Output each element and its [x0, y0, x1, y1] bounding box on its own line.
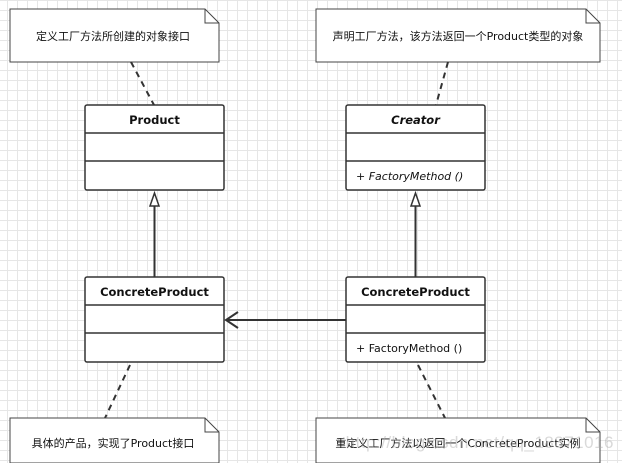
class-concrete-creator-name: ConcreteProduct — [361, 285, 470, 299]
note-concrete-product-connector — [104, 364, 131, 419]
class-creator-name: Creator — [391, 113, 441, 127]
class-product[interactable]: Product — [84, 104, 225, 191]
note-concrete-product-text: 具体的产品，实现了Product接口 — [32, 436, 195, 450]
note-product: 定义工厂方法所创建的对象接口 — [9, 8, 220, 63]
note-product-text: 定义工厂方法所创建的对象接口 — [36, 29, 190, 43]
note-concrete-creator-connector — [417, 364, 446, 419]
watermark: http://blog.csdn.net/qq_18371016 — [345, 433, 614, 452]
class-product-name: Product — [129, 113, 180, 127]
note-creator-text: 声明工厂方法，该方法返回一个Product类型的对象 — [333, 29, 584, 43]
class-creator-operation: + FactoryMethod () — [356, 170, 463, 183]
class-concrete-creator[interactable]: ConcreteProduct + FactoryMethod () — [345, 276, 486, 363]
dependency-arrow — [224, 311, 346, 329]
note-creator: 声明工厂方法，该方法返回一个Product类型的对象 — [315, 8, 601, 63]
class-concrete-creator-operation: + FactoryMethod () — [356, 342, 462, 355]
class-concrete-product[interactable]: ConcreteProduct — [84, 276, 225, 363]
inheritance-arrow-creator — [409, 190, 422, 277]
note-concrete-creator: 重定义工厂方法以返回一个ConcreteProduct实例 — [315, 417, 601, 463]
class-concrete-product-name: ConcreteProduct — [100, 285, 209, 299]
note-product-connector — [130, 61, 155, 106]
note-concrete-creator-text: 重定义工厂方法以返回一个ConcreteProduct实例 — [335, 436, 580, 450]
class-creator[interactable]: Creator + FactoryMethod () — [345, 104, 486, 191]
note-creator-connector — [435, 61, 449, 106]
note-concrete-product: 具体的产品，实现了Product接口 — [9, 417, 220, 463]
inheritance-arrow-product — [148, 190, 161, 277]
